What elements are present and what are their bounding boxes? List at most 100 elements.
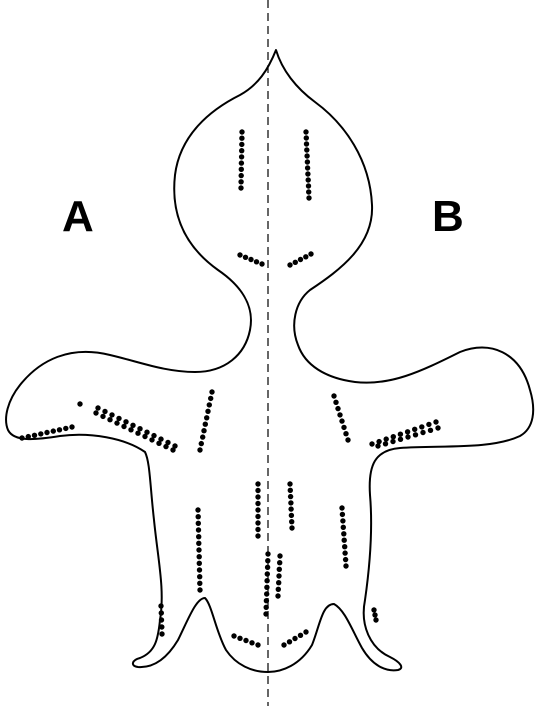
dot xyxy=(237,252,242,257)
dot xyxy=(255,520,260,525)
dot xyxy=(337,412,342,417)
dot xyxy=(239,167,244,172)
dot xyxy=(341,525,346,530)
dot xyxy=(288,494,293,499)
dot xyxy=(339,418,344,423)
dot xyxy=(413,432,418,437)
dot xyxy=(196,514,201,519)
dot xyxy=(276,587,281,592)
dot xyxy=(289,513,294,518)
dot-group-leg-right xyxy=(371,607,378,622)
dot-group-trunk-left-column xyxy=(195,507,202,592)
dot xyxy=(277,553,282,558)
dot-group-tail-center-right xyxy=(275,553,282,598)
dot xyxy=(304,141,309,146)
dot xyxy=(254,259,259,264)
dot xyxy=(428,428,433,433)
dot xyxy=(44,430,49,435)
dot xyxy=(77,401,82,406)
dot xyxy=(196,527,201,532)
dot xyxy=(128,427,133,432)
dot xyxy=(196,541,201,546)
dot xyxy=(435,425,440,430)
dot xyxy=(264,591,269,596)
dot xyxy=(57,427,62,432)
dot xyxy=(203,422,208,427)
dot xyxy=(38,431,43,436)
dot xyxy=(420,430,425,435)
dot xyxy=(156,441,161,446)
dot xyxy=(239,136,244,141)
dot xyxy=(303,129,308,134)
dot xyxy=(107,417,112,422)
dot xyxy=(293,260,298,265)
dot xyxy=(159,624,164,629)
dot xyxy=(277,567,282,572)
dot xyxy=(196,547,201,552)
dot-group-tail-center-left xyxy=(263,551,270,616)
dot xyxy=(255,494,260,499)
dot-group-hip-left xyxy=(231,633,260,647)
dot xyxy=(398,432,403,437)
dot xyxy=(342,538,347,543)
dot xyxy=(372,612,377,617)
dot xyxy=(195,507,200,512)
dot xyxy=(32,433,37,438)
dot xyxy=(345,437,350,442)
dot xyxy=(121,424,126,429)
dot xyxy=(304,147,309,152)
dot xyxy=(248,257,253,262)
dot xyxy=(264,605,269,610)
side-label-a: A xyxy=(62,195,94,239)
dot xyxy=(263,611,268,616)
dot-group-shoulder-right-column xyxy=(331,393,350,442)
dot xyxy=(305,165,310,170)
dot xyxy=(238,179,243,184)
dot xyxy=(340,518,345,523)
dot xyxy=(197,561,202,566)
dot xyxy=(277,560,282,565)
dot xyxy=(197,567,202,572)
dot xyxy=(265,551,270,556)
dot-group-head-right-column xyxy=(303,129,311,200)
dot xyxy=(149,437,154,442)
dot xyxy=(342,550,347,555)
dot xyxy=(292,636,297,641)
dot xyxy=(373,617,378,622)
dot xyxy=(123,419,128,424)
dot xyxy=(196,521,201,526)
dot xyxy=(163,444,168,449)
dot xyxy=(255,642,260,647)
dot xyxy=(255,488,260,493)
dot xyxy=(135,431,140,436)
dot xyxy=(303,629,308,634)
dot xyxy=(201,428,206,433)
dot xyxy=(63,426,68,431)
dot xyxy=(243,255,248,260)
dot xyxy=(158,603,163,608)
dot-group-eye-left-arc xyxy=(237,252,264,266)
dot xyxy=(200,434,205,439)
dot xyxy=(383,441,388,446)
dot xyxy=(384,436,389,441)
dot xyxy=(264,585,269,590)
dot xyxy=(255,533,260,538)
dot xyxy=(238,185,243,190)
dot xyxy=(340,512,345,517)
dot xyxy=(255,501,260,506)
dot xyxy=(259,261,264,266)
dot xyxy=(342,544,347,549)
dot xyxy=(264,598,269,603)
dot xyxy=(249,640,254,645)
dot xyxy=(298,633,303,638)
dot xyxy=(369,441,374,446)
dot xyxy=(239,154,244,159)
dot xyxy=(51,428,56,433)
dot xyxy=(412,427,417,432)
dot xyxy=(239,142,244,147)
dot xyxy=(170,447,175,452)
dot xyxy=(197,574,202,579)
dot xyxy=(265,565,270,570)
dot-group-hip-right xyxy=(281,629,308,647)
dot-group-arm-right-row-1 xyxy=(369,419,438,446)
